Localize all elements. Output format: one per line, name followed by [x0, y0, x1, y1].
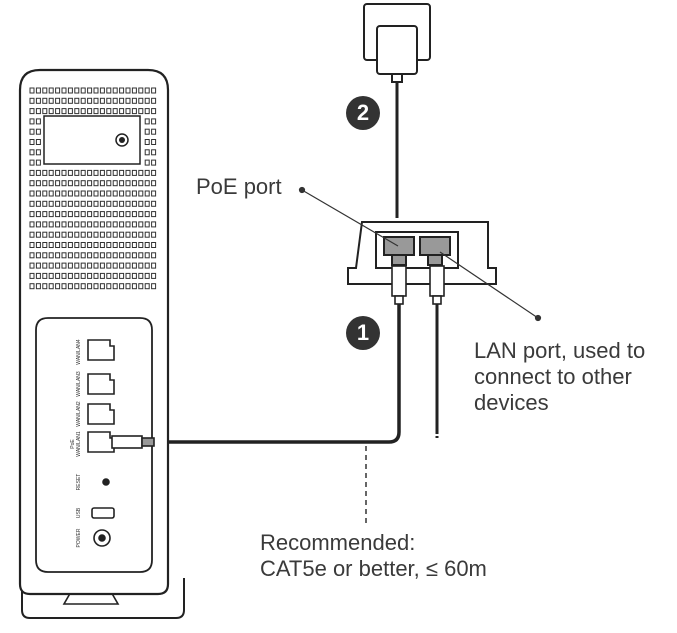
port3-label: WAN/LAN3 [76, 371, 82, 397]
step-1-badge: 1 [346, 316, 380, 350]
port2-label: WAN/LAN2 [76, 401, 82, 427]
port4-label: WAN/LAN4 [76, 339, 82, 365]
port-wan-lan3 [87, 373, 115, 395]
router-vents [29, 87, 157, 290]
cable-recommendation-line1: Recommended: [260, 530, 416, 555]
port-wan-lan2 [87, 403, 115, 425]
poe-cable [156, 304, 401, 444]
poe-port-label: PoE port [196, 174, 282, 199]
ethernet-plug-icon [391, 265, 445, 305]
port1-label: WAN/LAN1 [76, 431, 82, 457]
power-adapter-icon [363, 3, 431, 83]
port-wan-lan1 [87, 431, 115, 453]
port-wan-lan4 [87, 339, 115, 361]
poe-injector-icon [347, 221, 497, 285]
usb-label: USB [76, 507, 82, 518]
lan-port-label-line1: LAN port, used to [474, 338, 646, 363]
router-ports [87, 339, 155, 547]
leader-lines [298, 186, 542, 322]
port1-poe-label: PoE [70, 439, 76, 449]
cable-recommendation-line2: CAT5e or better, ≤ 60m [260, 556, 487, 581]
lan-port-label-line3: devices [474, 390, 549, 415]
power-label: POWER [76, 528, 82, 547]
lan-port-label-line2: connect to other [474, 364, 632, 389]
step-2-badge: 2 [346, 96, 380, 130]
reset-label: RESET [76, 474, 82, 491]
